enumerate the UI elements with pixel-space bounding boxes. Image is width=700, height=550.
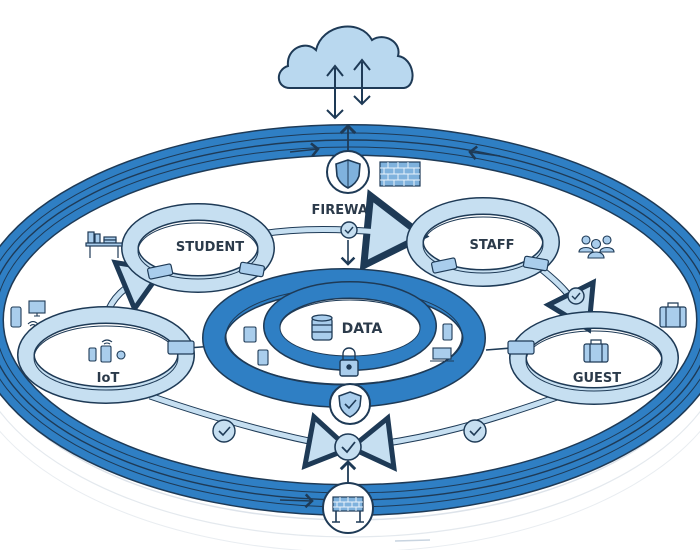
check-badges [212, 221, 585, 461]
network-switch-icon [146, 263, 174, 280]
faint-arrow-icon [394, 539, 431, 542]
brick-barrier-icon [332, 496, 364, 523]
staff-label: STAFF [469, 238, 514, 253]
checkmark-icon [334, 433, 362, 461]
network-switches [146, 255, 549, 355]
guest-label: GUEST [573, 371, 621, 386]
backbone-arrow-right-icon [289, 142, 320, 157]
iot-devices-icon [88, 339, 126, 363]
student-label: STUDENT [176, 240, 244, 255]
brick-wall-icon [379, 161, 421, 187]
segment-links [102, 189, 597, 484]
cloud-node[interactable] [277, 25, 414, 150]
network-switch-icon [167, 340, 195, 355]
checkmark-icon [212, 419, 236, 443]
phone-icon [442, 323, 453, 341]
network-switch-icon [507, 340, 535, 355]
laptop-icon [432, 347, 452, 360]
data-segment[interactable]: DATA [202, 268, 486, 408]
backbone-arrow-left-icon [468, 145, 501, 160]
phone-icon [10, 306, 22, 328]
firewall-label: FIREWALL [312, 203, 385, 218]
shield-check-icon [338, 391, 362, 418]
cloud-icon [277, 25, 414, 89]
monitor-icon [28, 300, 46, 314]
network-switch-icon [238, 261, 265, 278]
checkmark-icon [567, 287, 585, 305]
student-segment[interactable]: STUDENT [85, 203, 275, 293]
network-switch-icon [430, 257, 458, 274]
iot-label: IoT [97, 371, 120, 386]
iot-segment[interactable]: IoT [10, 300, 195, 404]
tablet-icon [100, 345, 112, 363]
wifi-icon [101, 339, 113, 345]
backbone-arrow-bottom-icon [279, 493, 314, 509]
smartwatch-icon [116, 350, 126, 360]
phone-icon [88, 347, 97, 362]
tablet-icon [257, 349, 269, 366]
database-icon [311, 314, 333, 341]
guest-segment[interactable]: GUEST [509, 302, 687, 405]
padlock-icon [339, 347, 359, 377]
data-devices-icon [243, 323, 454, 366]
suitcase-icon [583, 302, 687, 363]
bookshelf-desk-icon [85, 231, 123, 258]
staff-segment[interactable]: STAFF [406, 197, 615, 287]
wifi-icon [27, 320, 39, 327]
bottom-gateway-node[interactable] [322, 482, 374, 534]
cloud-sync-arrows-icon [326, 58, 371, 120]
verification-node[interactable] [329, 383, 371, 425]
checkmark-icon [463, 419, 487, 443]
people-group-icon [578, 235, 615, 259]
external-devices-icon [10, 300, 46, 328]
checkmark-icon [340, 221, 358, 239]
firewall-node[interactable]: FIREWALL [312, 150, 421, 218]
network-switch-icon [522, 255, 549, 272]
data-label: DATA [342, 321, 383, 337]
tablet-icon [243, 326, 257, 343]
